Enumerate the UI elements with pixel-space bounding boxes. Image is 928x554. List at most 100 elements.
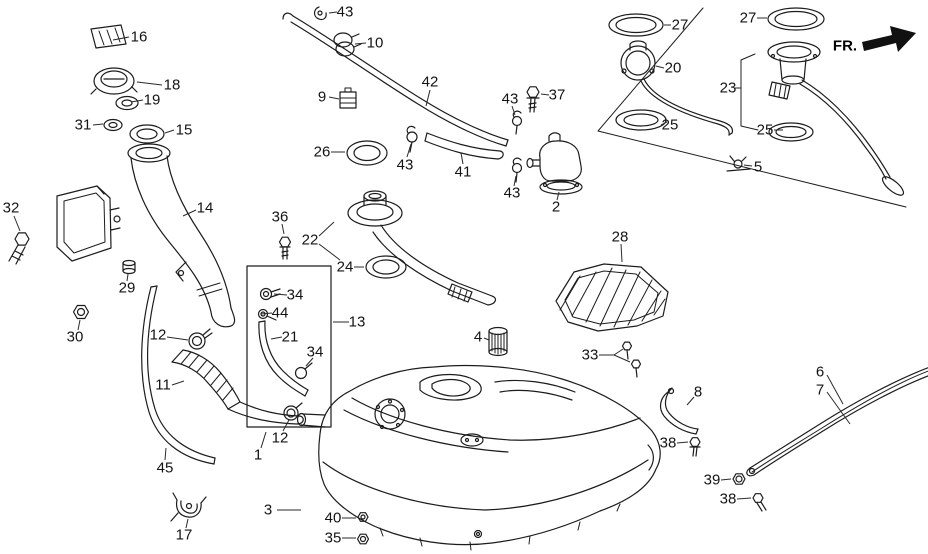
bracket-box-13: [246, 265, 332, 428]
part-label-34-a: 34: [286, 286, 304, 304]
vent-valve-2: [526, 132, 583, 195]
part-label-34-b: 34: [306, 343, 324, 361]
grommet-29: [122, 259, 136, 275]
nut-35: [356, 533, 370, 545]
pump-unit-22: [347, 190, 497, 306]
part-label-1: 1: [253, 446, 263, 464]
part-label-35: 35: [324, 529, 342, 547]
part-label-42: 42: [421, 73, 439, 91]
bolt-37: [526, 86, 540, 113]
bolt-36: [278, 236, 292, 260]
part-label-27-b: 27: [739, 9, 757, 27]
fuel-cap-18: [90, 67, 138, 95]
clip-43-d: [511, 157, 523, 183]
part-label-26: 26: [313, 143, 331, 161]
heat-shield-28: [555, 263, 669, 332]
seal-ring-15: [129, 124, 165, 144]
part-label-32: 32: [2, 199, 20, 217]
fuel-hose-21: [258, 320, 309, 397]
part-label-12-b: 12: [271, 429, 289, 447]
nut-39: [732, 473, 746, 485]
sender-cap-27-b: [767, 7, 825, 31]
part-label-31: 31: [74, 116, 92, 134]
part-label-3: 3: [263, 501, 273, 519]
part-label-28: 28: [611, 228, 629, 246]
filler-hose-11: [171, 349, 241, 410]
bolts-33: [621, 341, 642, 378]
part-label-41: 41: [454, 163, 472, 181]
part-label-22: 22: [301, 231, 319, 249]
part-label-40: 40: [324, 509, 342, 527]
part-label-5: 5: [753, 158, 763, 176]
part-label-6: 6: [815, 363, 825, 381]
part-label-43-a: 43: [336, 3, 354, 21]
part-label-4: 4: [473, 328, 483, 346]
part-label-12-a: 12: [149, 326, 167, 344]
fr-label: FR.: [832, 37, 858, 55]
part-label-9: 9: [317, 88, 327, 106]
breather-pipe-42: [282, 12, 509, 147]
washer-19: [115, 95, 139, 111]
part-label-20: 20: [664, 59, 682, 77]
nut-30: [72, 304, 90, 320]
clip-5: [726, 155, 751, 172]
part-label-23: 23: [719, 79, 737, 97]
washer-31: [103, 118, 123, 132]
fuel-unit-20: [620, 40, 734, 136]
part-label-21: 21: [281, 328, 299, 346]
joint-34-a: [259, 287, 281, 301]
part-label-13: 13: [348, 313, 366, 331]
tank-strap-6-7: [746, 367, 928, 477]
part-label-27-a: 27: [671, 16, 689, 34]
fr-direction-arrow-icon: [862, 26, 916, 52]
seal-ring-26: [346, 140, 388, 166]
clip-43-b: [406, 125, 418, 153]
fuel-sender-23: [740, 41, 905, 196]
part-label-43-d: 43: [503, 184, 521, 202]
part-label-29: 29: [118, 279, 136, 297]
part-label-38-a: 38: [659, 434, 677, 452]
part-label-7: 7: [815, 381, 825, 399]
connector-pipe-1: [227, 401, 304, 425]
part-label-25-b: 25: [756, 121, 774, 139]
part-label-43-b: 43: [396, 156, 414, 174]
seal-ring-25-a: [615, 109, 667, 131]
filler-lid-panel: [56, 185, 121, 262]
vent-tube-45: [141, 285, 216, 465]
part-label-11: 11: [155, 376, 171, 394]
filler-neck-14: [127, 143, 236, 328]
part-label-19: 19: [143, 91, 161, 109]
hose-clamp-34-b: [294, 362, 313, 380]
part-label-24: 24: [336, 258, 354, 276]
part-label-25-a: 25: [661, 116, 679, 134]
part-label-33: 33: [581, 346, 599, 364]
part-label-8: 8: [693, 383, 703, 401]
part-label-14: 14: [196, 199, 214, 217]
filter-4: [488, 326, 508, 357]
section-boundary: [597, 7, 907, 208]
part-label-37: 37: [548, 86, 566, 104]
leader-lines: [13, 11, 851, 539]
fuel-tank-3: [296, 364, 661, 551]
bolt-40: [357, 512, 369, 522]
part-label-44: 44: [271, 304, 289, 322]
part-label-45: 45: [156, 459, 174, 477]
part-label-10: 10: [366, 34, 384, 52]
clip-43-c: [511, 110, 523, 135]
hose-clamp-12-a: [188, 328, 213, 350]
strap-link-8: [659, 387, 699, 435]
bracket-17: [170, 492, 207, 522]
part-label-16: 16: [130, 28, 148, 46]
part-label-18: 18: [163, 76, 181, 94]
label-plate-16: [90, 24, 127, 49]
sender-cap-27-a: [608, 13, 664, 37]
part-label-30: 30: [66, 328, 84, 346]
part-label-2: 2: [551, 198, 561, 216]
seal-ring-24: [365, 255, 407, 279]
seal-ring-25-b: [768, 122, 814, 142]
part-label-39: 39: [703, 471, 721, 489]
clip-43-a: [313, 6, 327, 21]
bolt-32: [8, 232, 30, 265]
